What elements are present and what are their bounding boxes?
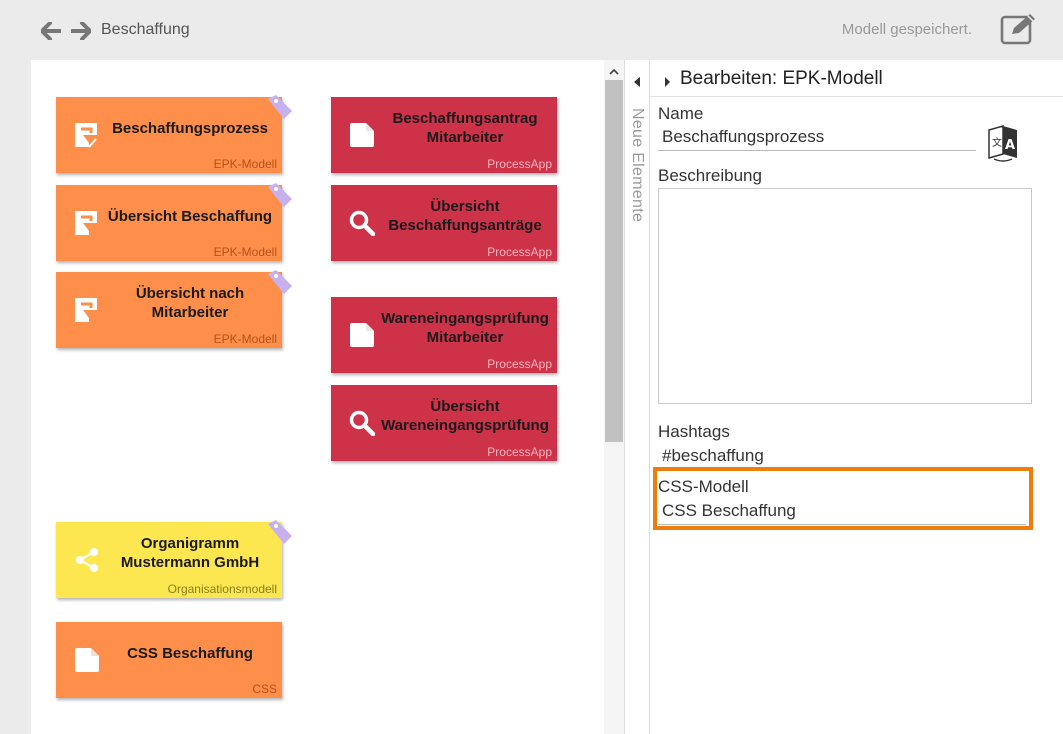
canvas-scrollbar[interactable] (604, 60, 624, 734)
caret-right-icon[interactable] (664, 74, 671, 92)
tile-css-beschaffung[interactable]: CSS Beschaffung CSS (56, 622, 282, 698)
tag-icon[interactable] (266, 181, 294, 209)
hashtags-label: Hashtags (658, 422, 730, 441)
tile-organigramm[interactable]: Organigramm Mustermann GmbH Organisation… (56, 520, 292, 598)
tag-icon[interactable] (266, 93, 294, 121)
share-icon (74, 547, 100, 573)
tile-beschaffungsprozess[interactable]: Beschaffungsprozess EPK-Modell (56, 95, 292, 173)
tile-type: EPK-Modell (213, 332, 277, 346)
tile-title: CSS Beschaffung (127, 644, 253, 662)
panel-title: Bearbeiten: EPK-Modell (680, 68, 883, 89)
scroll-up-icon[interactable] (604, 62, 624, 80)
breadcrumb[interactable]: Beschaffung (101, 21, 190, 38)
scrollbar-thumb[interactable] (605, 80, 623, 442)
translate-icon[interactable]: 文 A (986, 124, 1022, 162)
css-model-value: CSS Beschaffung (662, 501, 796, 520)
document-icon (74, 647, 100, 673)
hashtags-value[interactable]: #beschaffung (662, 446, 764, 465)
description-value (659, 189, 1031, 197)
tile-title: Beschaffungsprozess (112, 119, 268, 137)
css-model-field[interactable]: CSS Beschaffung (658, 500, 1026, 525)
tag-icon[interactable] (266, 518, 294, 546)
description-label: Beschreibung (658, 166, 762, 185)
name-value: Beschaffungsprozess (662, 127, 825, 146)
tile-type: ProcessApp (487, 357, 552, 371)
tile-wareneingangspruefung-mitarbeiter[interactable]: Wareneingangsprüfung Mitarbeiter Process… (331, 297, 557, 373)
magnifier-icon (349, 410, 376, 437)
tile-uebersicht-wareneingangspruefung[interactable]: Übersicht Wareneingangsprüfung ProcessAp… (331, 385, 557, 461)
tile-type: Organisationsmodell (167, 582, 277, 596)
tile-uebersicht-nach-mitarbeiter[interactable]: Übersicht nach Mitarbeiter EPK-Modell (56, 270, 292, 348)
save-status: Modell gespeichert. (841, 21, 972, 38)
name-label: Name (658, 104, 704, 123)
model-canvas: Beschaffungsprozess EPK-Modell Übersicht… (31, 60, 604, 734)
tile-type: ProcessApp (487, 445, 552, 459)
tile-title: Beschaffungsantrag Mitarbeiter (392, 110, 538, 146)
tag-icon[interactable] (266, 268, 294, 296)
magnifier-icon (349, 210, 376, 237)
css-model-label: CSS-Modell (658, 477, 749, 496)
svg-text:文: 文 (992, 136, 1002, 149)
new-elements-strip[interactable]: Neue Elemente (624, 60, 650, 734)
tile-type: EPK-Modell (213, 245, 277, 259)
tile-title: Übersicht nach Mitarbeiter (135, 285, 245, 321)
panel-header: Bearbeiten: EPK-Modell (650, 60, 1063, 97)
arrow-left-icon[interactable] (40, 20, 62, 42)
tile-type: CSS (252, 682, 277, 696)
tile-title: Übersicht Beschaffungsanträge (388, 198, 542, 234)
document-icon (349, 322, 375, 348)
tile-title: Übersicht Wareneingangsprüfung (381, 398, 549, 434)
tile-type: ProcessApp (487, 157, 552, 171)
tile-title: Wareneingangsprüfung Mitarbeiter (381, 310, 549, 346)
name-field[interactable]: Beschaffungsprozess (658, 126, 976, 151)
top-bar: Beschaffung Modell gespeichert. (0, 0, 1063, 60)
tile-uebersicht-beschaffung[interactable]: Übersicht Beschaffung EPK-Modell (56, 183, 292, 261)
tile-title: Organigramm Mustermann GmbH (120, 535, 260, 571)
arrow-right-icon[interactable] (70, 20, 92, 42)
document-icon (349, 122, 375, 148)
tile-type: EPK-Modell (213, 157, 277, 171)
collapse-left-icon[interactable] (633, 74, 641, 92)
edit-panel: Bearbeiten: EPK-Modell Name Beschaffungs… (650, 60, 1063, 734)
tile-title: Übersicht Beschaffung (107, 207, 273, 225)
tile-beschaffungsantrag-mitarbeiter[interactable]: Beschaffungsantrag Mitarbeiter ProcessAp… (331, 97, 557, 173)
description-field[interactable] (658, 188, 1032, 404)
epk-icon (74, 122, 100, 148)
epk-icon (74, 210, 100, 236)
edit-icon[interactable] (998, 12, 1038, 46)
tile-uebersicht-beschaffungsantraege[interactable]: Übersicht Beschaffungsanträge ProcessApp (331, 185, 557, 261)
new-elements-label[interactable]: Neue Elemente (629, 108, 646, 223)
epk-icon (74, 297, 100, 323)
css-model-highlight (653, 467, 1033, 530)
svg-text:A: A (1005, 138, 1015, 153)
tile-type: ProcessApp (487, 245, 552, 259)
